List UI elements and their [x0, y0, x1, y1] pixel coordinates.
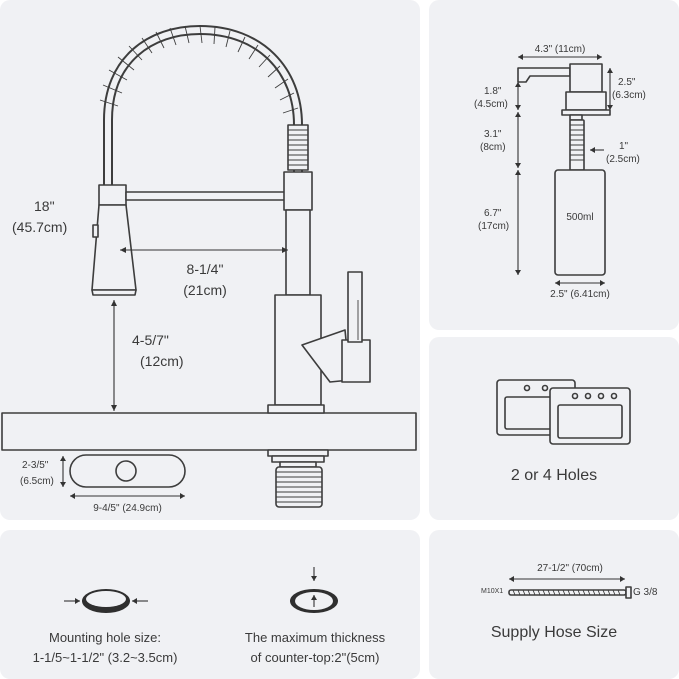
dispenser-capacity: 500ml — [566, 212, 594, 223]
dispenser-pump-in: 1.8" — [484, 86, 502, 97]
dispenser-width: 4.3" (11cm) — [534, 44, 586, 55]
hose-label: Supply Hose Size — [490, 624, 618, 641]
dispenser-pump-cm: (4.5cm) — [474, 99, 508, 110]
faucet-dimension-arrows — [60, 247, 288, 499]
sink-icons — [496, 379, 631, 445]
spray-head — [91, 184, 137, 296]
dispenser-bottle-width: 2.5" (6.41cm) — [550, 289, 610, 300]
holes-label: 2 or 4 Holes — [510, 467, 598, 484]
faucet-height-cm: (45.7cm) — [12, 219, 68, 235]
dispenser-head-in: 2.5" — [618, 77, 636, 88]
counter-thickness-icon — [290, 567, 338, 613]
mounting-hole-icon — [64, 589, 148, 613]
dispenser-thread-cm: (2.5cm) — [606, 154, 640, 165]
escutcheon-plate — [69, 454, 186, 488]
supply-hose — [508, 576, 632, 599]
faucet-reach-cm: (21cm) — [183, 282, 227, 298]
mounting-hole-line2: 1-1/5~1-1/2" (3.2~3.5cm) — [32, 650, 178, 665]
dispenser-bottle-cm: (17cm) — [478, 221, 510, 232]
dispenser-bottle-in: 6.7" — [484, 208, 502, 219]
deck-width: 9-4/5" (24.9cm) — [93, 503, 162, 514]
thickness-line2: of counter-top:2"(5cm) — [250, 650, 380, 665]
hose-left-thread: M10X1 — [481, 588, 504, 595]
mounting-shank — [267, 449, 329, 508]
deck-height-in: 2-3/5" — [22, 460, 49, 471]
hose-right-thread: G 3/8 — [633, 587, 658, 598]
dispenser-head-cm: (6.3cm) — [612, 90, 646, 101]
dispenser-dimension-arrows — [515, 54, 613, 286]
faucet-reach-in: 8-1/4" — [186, 261, 224, 277]
spray-hose-section — [287, 124, 309, 171]
dispenser-panel — [429, 0, 679, 330]
deck-plate — [1, 412, 417, 451]
spring-coil — [99, 25, 309, 190]
faucet-height-in: 18" — [34, 198, 55, 214]
spout-height-in: 4-5/7" — [132, 332, 169, 348]
dispenser-thread-in: 1" — [619, 141, 629, 152]
hose-length: 27-1/2" (70cm) — [537, 563, 603, 574]
dispenser-shank-in: 3.1" — [484, 129, 502, 140]
thickness-line1: The maximum thickness — [244, 630, 386, 645]
dispenser-shank-cm: (8cm) — [480, 142, 506, 153]
faucet-body — [267, 171, 371, 414]
soap-dispenser — [517, 63, 611, 276]
mounting-hole-line1: Mounting hole size: — [48, 630, 161, 645]
deck-height-cm: (6.5cm) — [20, 476, 54, 487]
connector-arm — [125, 191, 287, 201]
mounting-panel — [0, 530, 420, 679]
hose-panel — [429, 530, 679, 679]
spout-height-cm: (12cm) — [140, 353, 184, 369]
